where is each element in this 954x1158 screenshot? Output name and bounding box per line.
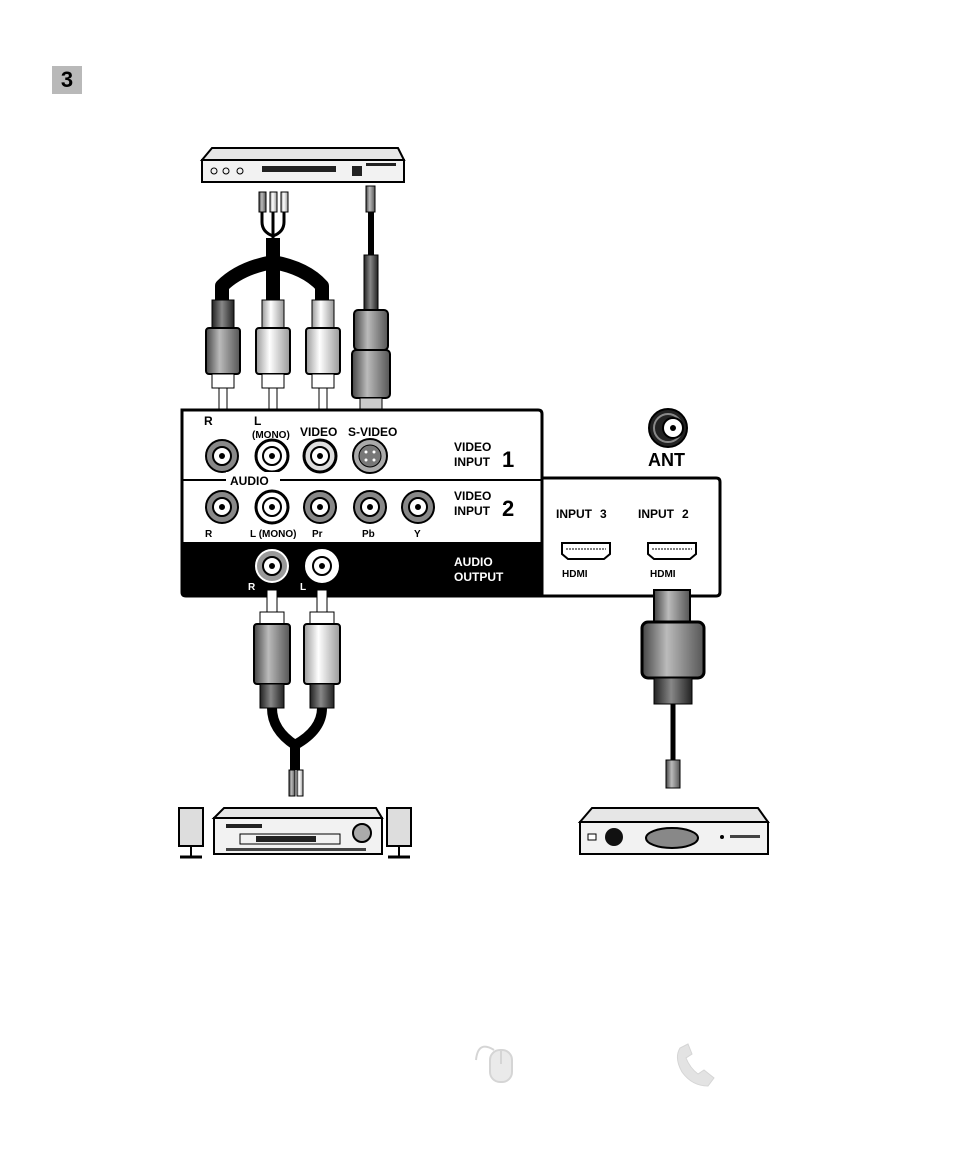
audio-output-title-line2: OUTPUT <box>454 570 504 584</box>
audio-out-jack-l <box>306 550 338 582</box>
hdmi-input3-number: 3 <box>600 507 607 521</box>
vi1-jack-svideo <box>353 439 387 473</box>
mouse-icon <box>476 1047 512 1082</box>
vi2-label-y: Y <box>414 529 421 540</box>
audio-out-label-r: R <box>248 582 256 593</box>
hdmi-port-3 <box>562 543 610 559</box>
vi2-label-pr: Pr <box>312 529 323 540</box>
rca-cable <box>222 238 322 300</box>
vi2-title-line2: INPUT <box>454 504 491 518</box>
vi1-label-video: VIDEO <box>300 425 337 439</box>
speaker-right-icon <box>387 808 411 857</box>
speaker-left-icon <box>179 808 203 857</box>
vi1-jack-l <box>256 440 288 472</box>
audio-out-jack-r <box>256 550 288 582</box>
vi2-title-line1: VIDEO <box>454 489 491 503</box>
receiver-rca-plugs <box>289 770 303 796</box>
hdmi-logo-3: HDMI <box>562 569 588 580</box>
hdmi-input3-label: INPUT <box>556 507 593 521</box>
vi1-label-r: R <box>204 414 213 428</box>
vi2-label-l: L (MONO) <box>250 529 296 540</box>
vi1-number: 1 <box>502 447 514 472</box>
vi1-title-line2: INPUT <box>454 455 491 469</box>
vi1-label-l: L <box>254 414 261 428</box>
antenna-label: ANT <box>648 450 685 470</box>
dvd-rca-plugs <box>259 186 375 240</box>
vi2-jack-l <box>256 491 288 523</box>
hdmi-input2-number: 2 <box>682 507 689 521</box>
audio-out-plug-r <box>254 590 290 708</box>
svideo-plug <box>352 310 390 410</box>
audio-cable <box>272 708 322 770</box>
audio-output-title-line1: AUDIO <box>454 555 493 569</box>
vi2-jack-pb <box>354 491 386 523</box>
vi1-label-svideo: S-VIDEO <box>348 425 397 439</box>
dvd-player-icon <box>202 148 404 182</box>
phone-icon <box>677 1044 714 1086</box>
audio-label: AUDIO <box>230 474 269 488</box>
rca-plug-video <box>306 300 340 414</box>
hdmi-logo-2: HDMI <box>650 569 676 580</box>
hdmi-port-2 <box>648 543 696 559</box>
vi1-jack-video <box>304 440 336 472</box>
audio-out-label-l: L <box>300 582 306 593</box>
set-top-box-icon <box>580 808 768 854</box>
vi1-title-line1: VIDEO <box>454 440 491 454</box>
vi1-jack-r <box>206 440 238 472</box>
rca-plug-l <box>256 300 290 414</box>
hdmi-plug <box>642 590 704 704</box>
hdmi-input2-label: INPUT <box>638 507 675 521</box>
audio-out-plug-l <box>304 590 340 708</box>
vi2-jack-pr <box>304 491 336 523</box>
rca-plug-r <box>206 300 240 414</box>
vi2-number: 2 <box>502 496 514 521</box>
vi2-jack-y <box>402 491 434 523</box>
vi2-label-r: R <box>205 529 213 540</box>
av-receiver-icon <box>214 808 382 854</box>
antenna-jack-icon <box>649 409 687 447</box>
vi2-label-pb: Pb <box>362 529 375 540</box>
vi2-jack-r <box>206 491 238 523</box>
